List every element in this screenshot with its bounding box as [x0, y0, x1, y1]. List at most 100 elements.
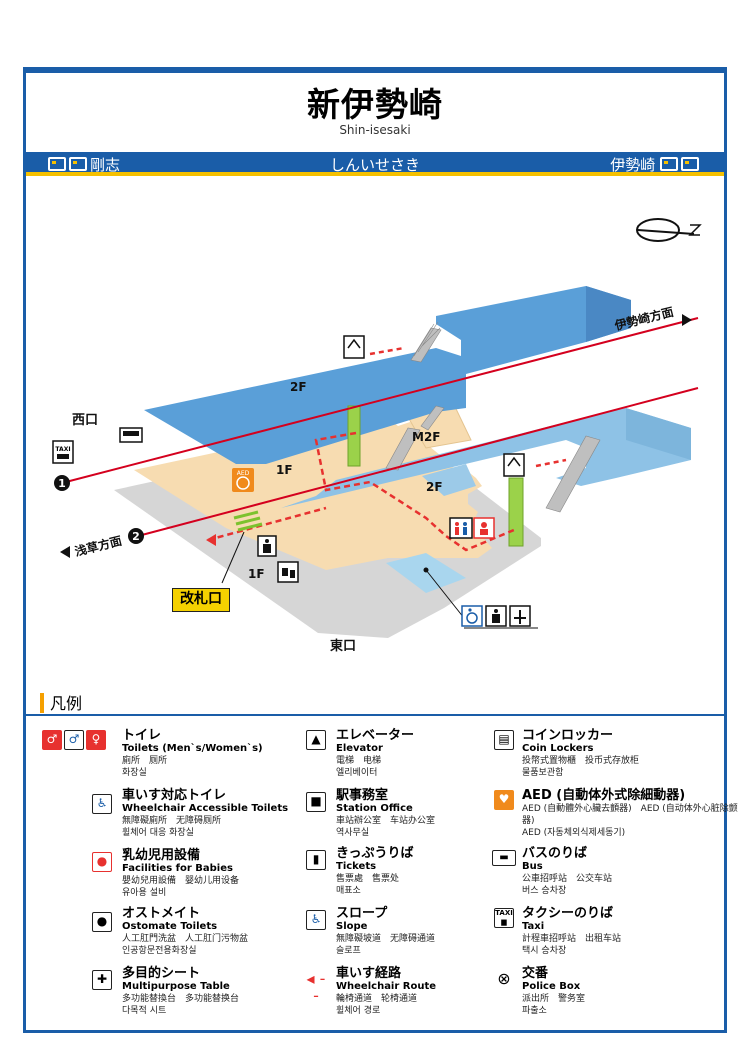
legend-item-slope: スロープ Slope 無障礙坡道 无障碍通道 슬로프 [336, 906, 435, 957]
right-destination-label: 伊勢崎 [610, 156, 656, 174]
taxi-icon: TAXI [52, 440, 74, 464]
legend-jp: バスのりば [522, 846, 588, 861]
aed-icon: ♥ [494, 790, 514, 810]
wheelchair-route [314, 431, 515, 552]
multipurpose-table-icon: ✚ [92, 970, 112, 990]
toilet-area [386, 553, 466, 593]
wheelchair-route-icon: ◂ - - [306, 969, 326, 1005]
legend-jp: きっぷうりば [336, 846, 414, 861]
legend-ko: 역사무실 [336, 828, 370, 838]
legend-ko: 매표소 [336, 886, 361, 896]
track-1-number: 1 [58, 477, 66, 490]
legend-ko: 다목적 시트 [122, 1006, 167, 1016]
train-icon [69, 157, 87, 171]
legend-zh: 車站辦公室 车站办公室 [336, 816, 436, 826]
legend-title: 凡例 [50, 694, 83, 713]
legend-zh: 多功能替換台 多功能替换台 [122, 994, 240, 1004]
legend-zh: 無障礙廁所 无障碍厕所 [122, 816, 222, 826]
legend-en: Police Box [522, 981, 581, 992]
track-1-line [61, 317, 699, 484]
legend-jp: タクシーのりば [522, 906, 614, 921]
track-2-marker [128, 528, 144, 544]
legend-item-multipurpose: 多目的シート Multipurpose Table 多功能替換台 多功能替换台 … [122, 966, 239, 1017]
station-kana: しんいせさき [329, 156, 420, 174]
legend-zh: 輪椅通道 轮椅通道 [336, 994, 418, 1004]
toilet-icon [449, 517, 473, 539]
map-frame [23, 67, 727, 1033]
wheelchair-route-3 [369, 346, 567, 468]
legend-en: Tickets [336, 861, 377, 872]
wheelchair-route-2 [207, 506, 327, 542]
ticket-icon: ▮ [306, 850, 326, 870]
legend-ko: 엘리베이터 [336, 768, 378, 778]
legend-en: Bus [522, 861, 543, 872]
station-office-icon [257, 535, 277, 557]
line-bar: 剛志 しんいせさき 伊勢崎 [26, 152, 724, 176]
route-arrow-icon [206, 534, 216, 546]
aed-icon: AED [232, 468, 254, 492]
left-destination: 剛志 [48, 154, 120, 175]
legend-zh: 電梯 电梯 [336, 756, 382, 766]
legend-item-taxi: タクシーのりば Taxi 計程車招呼站 出租车站 택시 승차장 [522, 906, 621, 957]
platform-2f-west [144, 286, 631, 464]
legend-ko: 버스 승차장 [522, 886, 567, 896]
legend-item-ostomate: オストメイト Ostomate Toilets 人工肛門洗盆 人工肛门污物盆 인… [122, 906, 248, 957]
taxi-icon-text: TAXI [55, 446, 70, 453]
legend-en: Toilets (Men`s/Women`s) [122, 743, 263, 754]
ostomate-icon [485, 605, 507, 627]
legend-en: Elevator [336, 743, 383, 754]
legend-zh: 派出所 警务室 [522, 994, 586, 1004]
legend-item-wheelchair-toilets: 車いす対応トイレ Wheelchair Accessible Toilets 無… [122, 788, 288, 839]
line-bar-stripe [26, 172, 724, 176]
legend-zh: 售票處 售票处 [336, 874, 400, 884]
legend-jp: エレベーター [336, 728, 415, 743]
floor-2f-east-label: 2F [426, 480, 443, 494]
baby-icon: ● [92, 852, 112, 872]
compass-icon [636, 218, 702, 242]
legend-zh: AED (自動體外心臟去顫器) AED (自动体外心脏除颤器) [522, 804, 738, 826]
legend-en: Station Office [336, 803, 413, 814]
platform-2f-east-end [626, 408, 691, 460]
legend-item-bus: バスのりば Bus 公車招呼站 公交车站 버스 승차장 [522, 846, 612, 897]
legend-item-babies: 乳幼児用設備 Facilities for Babies 嬰幼兒用設備 婴幼儿用… [122, 848, 239, 899]
legend-ko: 물품보관함 [522, 768, 564, 778]
legend-heading-mark [40, 693, 44, 713]
platform-2f-east [281, 408, 691, 508]
direction-arrow-asakusa-icon [60, 546, 70, 558]
elevator-shaft-east [508, 477, 524, 547]
wheelchair-icon [461, 605, 483, 627]
gate-leader-line [221, 531, 245, 584]
aed-icon-text: AED [237, 470, 250, 477]
legend-ko: 슬로프 [336, 946, 361, 956]
toilet-icon: ♂ [42, 730, 62, 750]
direction-asakusa: 浅草方面 [73, 533, 123, 559]
legend-ko: AED (자동체외식제세동기) [522, 828, 626, 838]
legend-jp: 車いす対応トイレ [122, 788, 227, 803]
legend-ko: 휠체어 경로 [336, 1006, 381, 1016]
train-icon [48, 157, 66, 171]
ticket-gate-icon [233, 510, 263, 532]
legend-jp: 多目的シート [122, 966, 201, 981]
right-destination: 伊勢崎 [610, 154, 702, 175]
ostomate-icon: ● [92, 912, 112, 932]
taxi-icon: TAXI▆ [494, 908, 514, 928]
floor-1f-center-label: 1F [276, 463, 293, 477]
bus-icon: ▬ [492, 850, 516, 866]
station-office-icon: ■ [306, 792, 326, 812]
legend-en: Coin Lockers [522, 743, 594, 754]
floor-2f-west-label: 2F [290, 380, 307, 394]
legend-zh: 嬰幼兒用設備 婴幼儿用设备 [122, 876, 240, 886]
legend-ko: 화장실 [122, 768, 147, 778]
elevator-shaft-west [347, 405, 361, 467]
legend-en: Multipurpose Table [122, 981, 230, 992]
legend-zh: 人工肛門洗盆 人工肛门污物盆 [122, 934, 249, 944]
legend-jp: スロープ [336, 906, 388, 921]
legend-en: Taxi [522, 921, 545, 932]
toilet-women-icon: ♀ [86, 730, 106, 750]
legend-heading: 凡例 [40, 690, 82, 714]
legend-item-wheelchair-route: 車いす経路 Wheelchair Route 輪椅通道 轮椅通道 휠체어 경로 [336, 966, 436, 1017]
legend-jp: 車いす経路 [336, 966, 402, 981]
toilet-pointer [423, 567, 429, 573]
legend-jp: 乳幼児用設備 [122, 848, 201, 863]
legend-en: Facilities for Babies [122, 863, 233, 874]
